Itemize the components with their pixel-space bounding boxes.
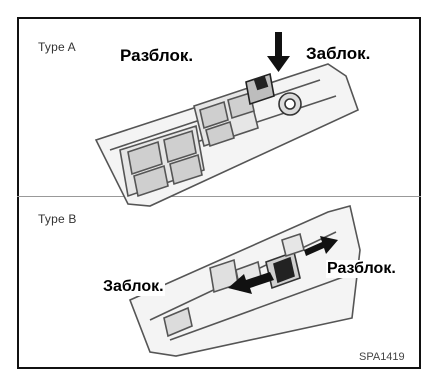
type-b-lock-label: Заблок. (102, 278, 165, 296)
type-a-switch-panel (94, 63, 359, 207)
type-a-unlock-label: Разблок. (120, 46, 194, 65)
figure-code: SPA1419 (359, 351, 405, 363)
type-b-lock-switch (265, 250, 301, 290)
type-a-lock-switch (245, 72, 275, 106)
panel-divider (17, 196, 421, 197)
type-a-label: Type A (38, 40, 76, 54)
type-a-mirror-knob (278, 92, 302, 116)
type-b-label: Type B (38, 212, 77, 226)
type-a-lock-arrow (267, 32, 290, 72)
type-b-unlock-label: Разблок. (326, 260, 397, 278)
type-a-lock-label: Заблок. (306, 44, 371, 63)
type-b-lock-arrow (228, 272, 274, 294)
type-a-left-switch-block (119, 124, 205, 198)
type-a-right-switch-block (193, 86, 259, 148)
type-b-unlock-arrow (304, 236, 338, 256)
